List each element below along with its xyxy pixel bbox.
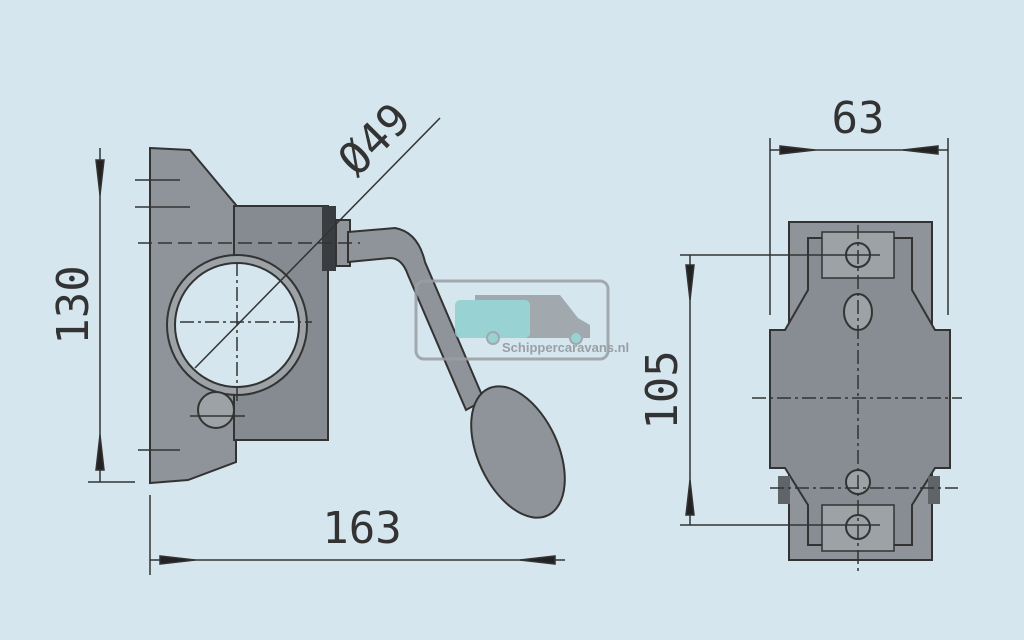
clamp-dark-strip [322,206,336,271]
watermark-logo: Schippercaravans.nl [414,279,629,361]
bolt-left [778,476,790,504]
dim-105 [685,255,695,525]
front-view-clamp [680,138,962,572]
lever-grip [470,385,566,519]
side-view-clamp [88,117,566,575]
front-center-lines [680,225,962,572]
dim-163 [149,495,565,575]
front-body [769,237,951,546]
bolt-right [928,476,940,504]
dim-label-63: 63 [832,93,885,144]
center-lines [135,117,441,451]
dim-label-130: 130 [48,265,99,344]
dim-130 [88,148,135,483]
watermark-text: Schippercaravans.nl [502,340,629,355]
bolt-hole [197,391,235,429]
dim-label-105: 105 [637,350,688,429]
dim-label-163: 163 [322,503,401,554]
dim-label-diameter: Ø49 [329,94,421,186]
caravan-icon [455,300,530,338]
lever-handle [347,226,486,412]
dim-63 [769,138,949,315]
